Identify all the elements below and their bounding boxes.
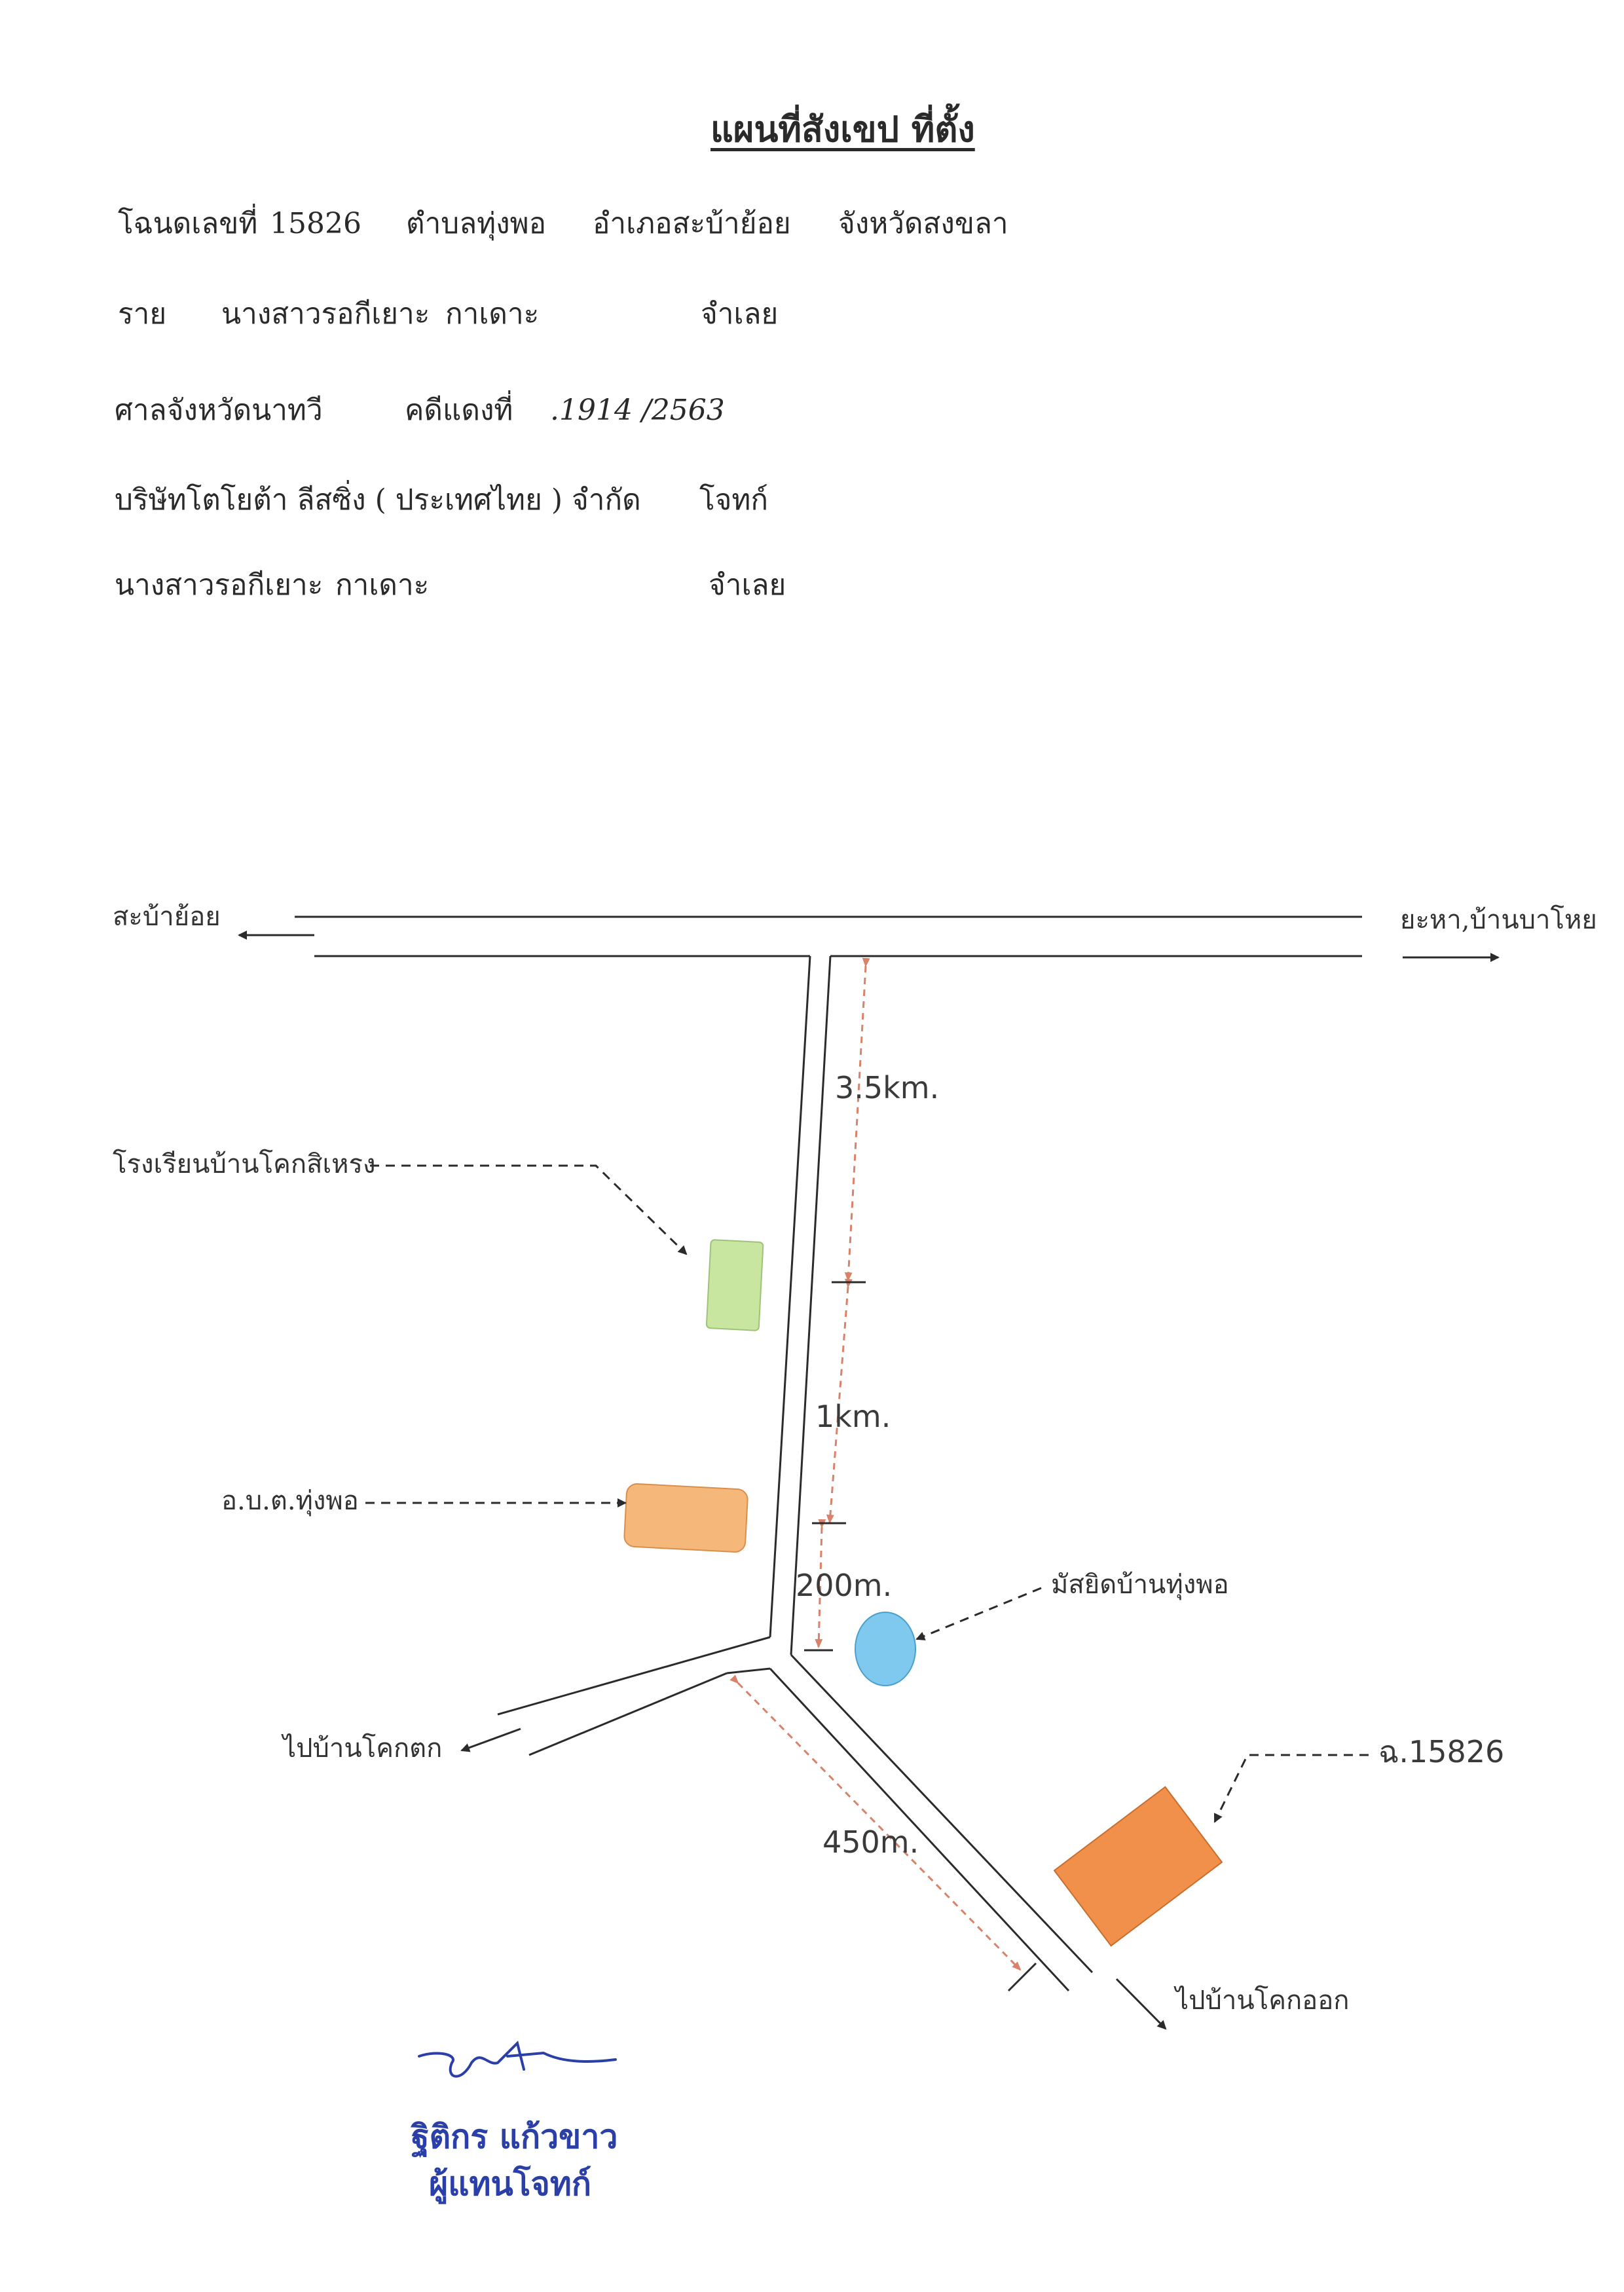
label-to-yaha: ยะหา,บ้านบาโหย — [1400, 905, 1597, 935]
signature-role: ผู้แทนโจทก์ — [429, 2164, 592, 2203]
label-mosque: มัสยิดบ้านทุ่งพอ — [1051, 1570, 1229, 1600]
mosque-leader — [915, 1587, 1042, 1640]
school-leader — [370, 1164, 688, 1255]
deed-number: 15826 — [270, 207, 361, 240]
school-marker — [705, 1239, 764, 1331]
deed-province: จังหวัดสงขลา — [838, 207, 1008, 240]
arrow-to-khok-tok — [460, 1728, 521, 1752]
defendant-role: จำเลย — [709, 568, 786, 602]
defendant-name: นางสาวรอกีเยาะ — [115, 568, 323, 602]
branch-road — [497, 955, 1094, 1992]
court-name: ศาลจังหวัดนาทวี — [115, 394, 323, 427]
owner-name: นางสาวรอกีเยาะ — [221, 297, 430, 331]
measure-3-5km — [844, 957, 870, 1282]
mosque-marker — [855, 1612, 916, 1686]
deed-prefix: โฉนดเลขที่ — [118, 207, 258, 240]
owner-role: จำเลย — [701, 297, 779, 331]
signature-name: ฐิติกร แก้วขาว — [411, 2117, 618, 2156]
page-title: แผนที่สังเขป ที่ตั้ง — [710, 108, 975, 150]
plot-leader — [1213, 1754, 1369, 1823]
plaintiff-role: โจทก์ — [699, 483, 769, 517]
distance-200m: 200m. — [796, 1568, 893, 1603]
arrow-to-khok-ok — [1115, 1978, 1167, 2030]
owner-label: ราย — [118, 297, 167, 331]
measure-1km — [826, 1278, 853, 1524]
deed-district: อำเภอสะบ้าย้อย — [593, 207, 791, 240]
main-road — [295, 915, 1362, 957]
distance-450m: 450m. — [822, 1824, 919, 1860]
label-school: โรงเรียนบ้านโคกสิเหรง — [113, 1149, 376, 1179]
signature-scribble — [418, 2041, 617, 2078]
label-to-khok-tok: ไปบ้านโคกตก — [283, 1733, 443, 1764]
owner-surname: กาเดาะ — [445, 297, 540, 331]
label-to-saba-yoi: สะบ้าย้อย — [113, 902, 221, 932]
label-plot: ฉ.15826 — [1378, 1734, 1505, 1769]
distance-1km: 1km. — [815, 1399, 891, 1434]
plot-marker — [1053, 1786, 1223, 1947]
deed-subdistrict: ตำบลทุ่งพอ — [406, 207, 547, 240]
plaintiff-name: บริษัทโตโยต้า ลีสซิ่ง ( ประเทศไทย ) จำกั… — [115, 483, 641, 517]
defendant-surname: กาเดาะ — [335, 568, 430, 602]
label-tao: อ.บ.ต.ทุ่งพอ — [221, 1486, 359, 1516]
case-label: คดีแดงที่ — [405, 394, 513, 427]
label-to-khok-ok: ไปบ้านโคกออก — [1175, 1986, 1350, 2016]
tao-office-marker — [623, 1483, 748, 1553]
measure-450m — [729, 1674, 1022, 1971]
distance-3-5km: 3.5km. — [835, 1070, 940, 1105]
measure-200m — [815, 1519, 826, 1648]
case-number: .1914 /2563 — [550, 394, 725, 427]
